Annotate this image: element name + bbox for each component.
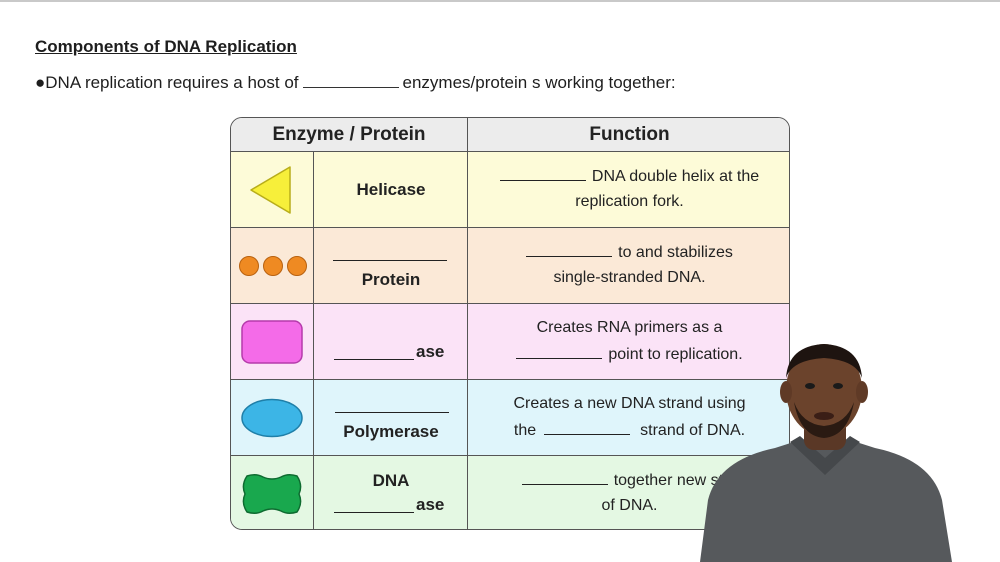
function-line-1: Creates a new DNA strand using — [513, 395, 746, 412]
function-line-2: point to replication. — [468, 345, 789, 364]
yellow-triangle-icon — [250, 166, 291, 214]
function-line-2: of DNA. — [601, 497, 658, 514]
fill-in-blank — [334, 512, 414, 513]
name-cell: ase — [314, 304, 468, 379]
function-text-prefix: the — [513, 422, 537, 439]
enzyme-name-prefix: DNA — [372, 471, 410, 490]
fill-in-blank — [526, 243, 613, 257]
enzyme-name: Protein — [361, 270, 421, 289]
bullet-point: ●DNA replication requires a host of enzym… — [35, 72, 676, 93]
function-line-1: to and stabilizes — [468, 243, 789, 262]
fill-in-blank — [544, 421, 631, 435]
table-row: Polymerase Creates a new DNA strand usin… — [231, 380, 789, 456]
table-header: Enzyme / Protein Function — [231, 118, 789, 152]
fill-in-blank — [335, 412, 449, 413]
fill-in-blank — [302, 72, 399, 88]
three-orange-circles-icon — [239, 256, 307, 276]
name-cell: DNA ase — [314, 456, 468, 529]
function-text: strand of DNA. — [640, 422, 746, 439]
function-text: point to replication. — [608, 346, 743, 363]
function-line-2: replication fork. — [575, 193, 684, 210]
bullet-suffix: enzymes/protein s working together: — [402, 73, 676, 92]
function-cell: together new stra of DNA. — [468, 456, 789, 529]
top-divider — [0, 0, 1000, 2]
function-line-1: Creates RNA primers as a — [536, 319, 723, 336]
slide-heading: Components of DNA Replication — [35, 37, 297, 56]
header-enzyme-protein: Enzyme / Protein — [231, 118, 468, 152]
name-cell: Protein — [314, 228, 468, 303]
green-clamp-icon — [242, 473, 302, 515]
fill-in-blank — [521, 471, 608, 485]
table-row: DNA ase together new stra of DNA. — [231, 456, 789, 529]
table-row: Protein to and stabilizes single-strande… — [231, 228, 789, 304]
enzyme-name-suffix: ase — [416, 342, 445, 361]
enzyme-name-suffix: ase — [416, 495, 445, 514]
pink-rounded-rectangle-icon — [241, 320, 303, 364]
table-row: Helicase DNA double helix at the replica… — [231, 152, 789, 228]
fill-in-blank — [333, 260, 447, 261]
function-text: to and stabilizes — [618, 244, 733, 261]
function-line-2: the strand of DNA. — [468, 421, 789, 440]
enzyme-name: Helicase — [356, 180, 426, 199]
fill-in-blank — [334, 359, 414, 360]
icon-cell — [231, 152, 314, 227]
name-cell: Helicase — [314, 152, 468, 227]
icon-cell — [231, 380, 314, 455]
fill-in-blank — [516, 345, 603, 359]
function-cell: DNA double helix at the replication fork… — [468, 152, 789, 227]
icon-cell — [231, 228, 314, 303]
icon-cell — [231, 304, 314, 379]
presenter-video — [700, 344, 952, 562]
function-line-1: DNA double helix at the — [468, 167, 789, 186]
function-cell: Creates a new DNA strand using the strand… — [468, 380, 789, 455]
blue-ellipse-icon — [241, 398, 303, 438]
components-table: Enzyme / Protein Function Helicase DNA d… — [230, 117, 790, 530]
function-text: DNA double helix at the — [591, 168, 760, 185]
name-cell: Polymerase — [314, 380, 468, 455]
fill-in-blank — [499, 167, 586, 181]
function-cell: to and stabilizes single-stranded DNA. — [468, 228, 789, 303]
icon-cell — [231, 456, 314, 529]
enzyme-name: Polymerase — [343, 422, 439, 441]
function-line-2: single-stranded DNA. — [553, 269, 706, 286]
function-text: together new stra — [613, 472, 738, 489]
table-row: ase Creates RNA primers as a point to re… — [231, 304, 789, 380]
header-function: Function — [589, 124, 670, 145]
function-cell: Creates RNA primers as a point to replic… — [468, 304, 789, 379]
function-line-1: together new stra — [468, 471, 789, 490]
bullet-prefix: ●DNA replication requires a host of — [35, 73, 299, 92]
